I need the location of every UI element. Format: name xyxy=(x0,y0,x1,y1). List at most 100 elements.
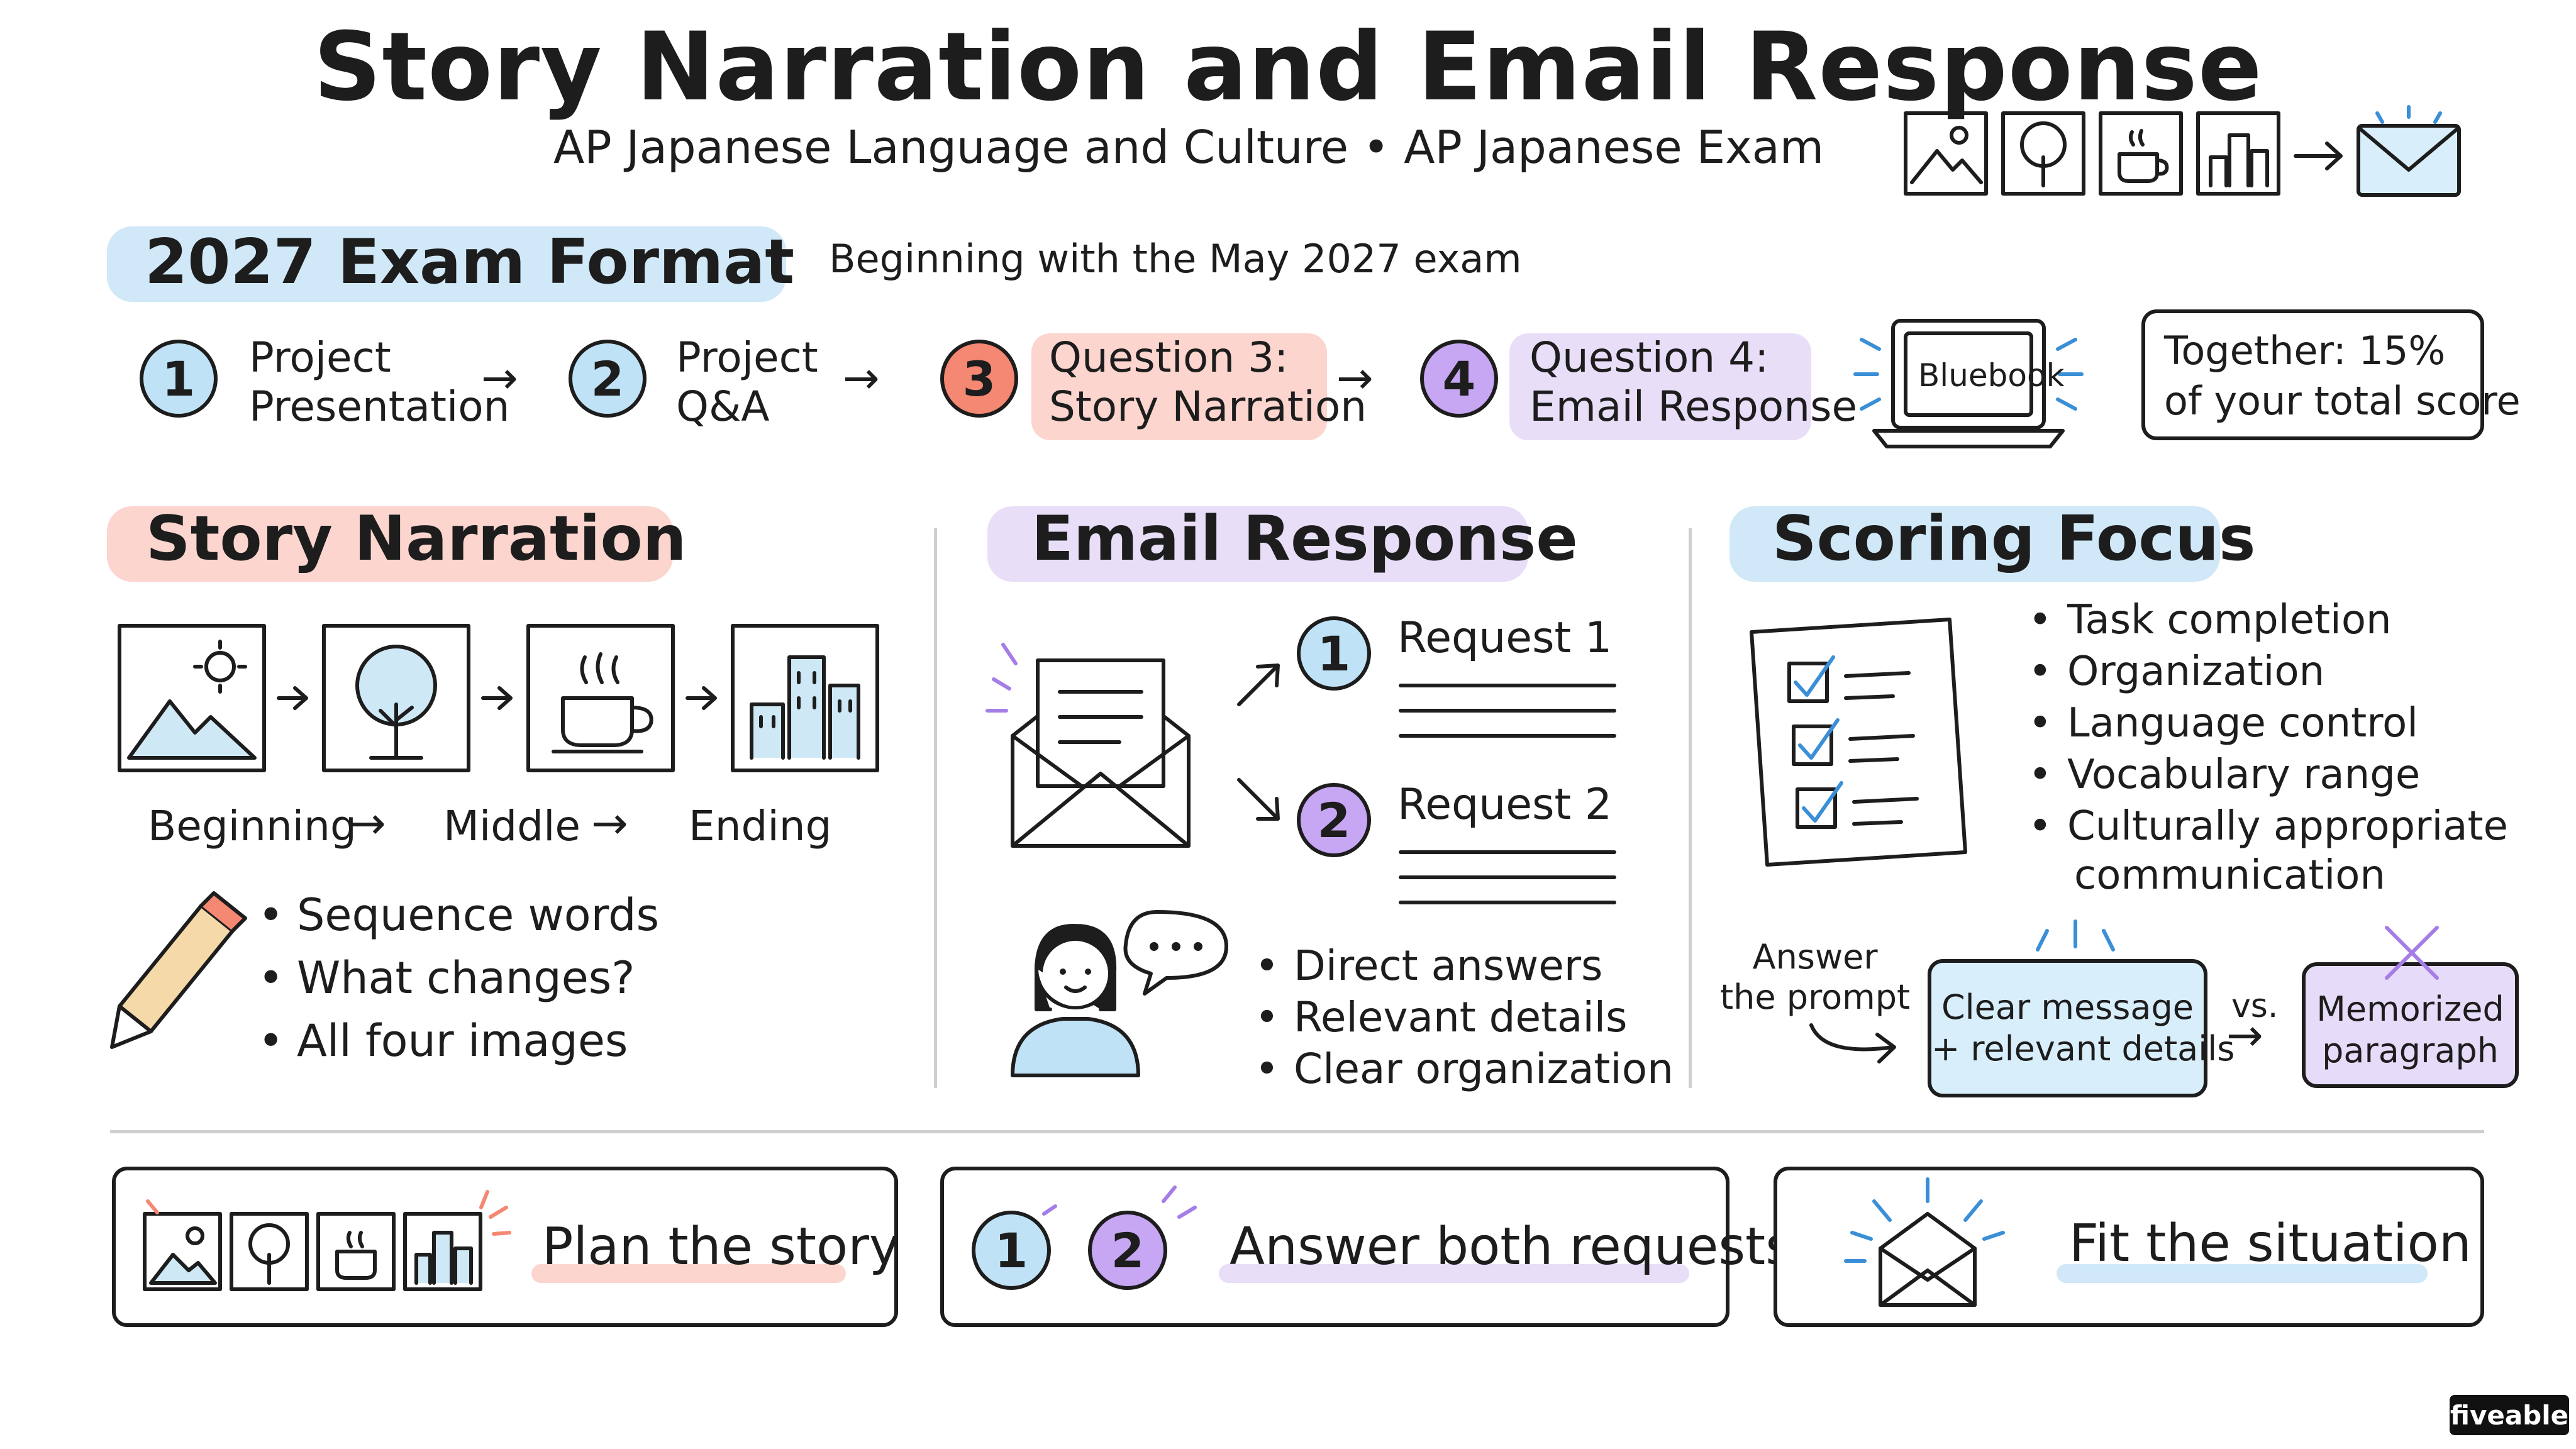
arrow-right-icon xyxy=(2294,142,2343,170)
curved-arrow-icon xyxy=(1809,1023,1896,1063)
stage-beginning: Beginning xyxy=(148,802,357,850)
step-1-number: 1 xyxy=(140,340,218,418)
list-item: Task completion xyxy=(2028,594,2508,646)
tree-icon xyxy=(2001,111,2085,196)
mountain-sun-icon xyxy=(118,624,266,772)
request-2-number: 2 xyxy=(1297,783,1371,857)
arrow-right-icon: → xyxy=(843,352,880,404)
good-answer-box: Clear message + relevant details xyxy=(1928,959,2235,1097)
request-2-lines xyxy=(1399,850,1616,904)
highlight-sparks xyxy=(2036,919,2115,952)
request-2-label: Request 2 xyxy=(1397,780,1613,830)
stage-middle: Middle xyxy=(443,802,581,850)
tip-answer-requests-label: Answer both requests xyxy=(1230,1217,1792,1277)
header-story-icons xyxy=(1904,105,2461,197)
scoring-criteria-continuation: communication xyxy=(2074,852,2385,899)
pencil-icon xyxy=(110,891,247,1049)
tip-request-1-number: 1 xyxy=(972,1211,1051,1290)
bad-answer-box: Memorized paragraph xyxy=(2302,962,2519,1088)
student-avatar-icon xyxy=(1011,910,1228,1077)
arrow-right-icon: → xyxy=(591,797,628,849)
scoring-criteria-list: Task completion Organization Language co… xyxy=(2028,594,2508,852)
coffee-cup-icon xyxy=(526,624,675,772)
mountain-sun-icon xyxy=(143,1212,222,1291)
good-line-1: Clear message xyxy=(1941,987,2194,1027)
cross-icon xyxy=(2385,926,2439,980)
laptop-icon xyxy=(1853,319,2084,448)
highlight-sparks xyxy=(1042,1185,1197,1219)
arrow-right-icon xyxy=(686,686,717,710)
speech-bubble-icon xyxy=(1123,910,1228,996)
step-2-number: 2 xyxy=(569,340,647,418)
score-weight-box: Together: 15% of your total score xyxy=(2141,309,2521,440)
arrow-right-icon: → xyxy=(481,352,518,404)
step-4-number: 4 xyxy=(1420,340,1498,418)
tip-card-plan-story xyxy=(112,1167,898,1327)
list-item: Direct answers xyxy=(1255,940,1674,992)
envelope-icon xyxy=(1844,1177,2005,1307)
fiveable-logo: fiveable xyxy=(2450,1395,2569,1435)
tip-fit-situation-label: Fit the situation xyxy=(2069,1214,2472,1274)
bad-line-2: paragraph xyxy=(2322,1031,2499,1070)
tree-icon xyxy=(230,1212,309,1291)
mini-story-icons xyxy=(143,1190,511,1291)
bad-line-1: Memorized xyxy=(2316,989,2504,1029)
story-tips-list: Sequence words What changes? All four im… xyxy=(258,884,659,1072)
arrow-right-icon: → xyxy=(1336,352,1374,404)
tip-request-2-number: 2 xyxy=(1088,1211,1167,1290)
list-item: Organization xyxy=(2028,646,2508,697)
list-item: Relevant details xyxy=(1255,992,1674,1043)
list-item: Sequence words xyxy=(258,884,659,947)
list-item: What changes? xyxy=(258,947,659,1009)
section-divider xyxy=(110,1130,2484,1133)
bluebook-label: Bluebook xyxy=(1918,357,2065,394)
checklist-icon xyxy=(1750,618,1967,867)
exam-format-note: Beginning with the May 2027 exam xyxy=(829,236,1522,282)
exam-format-title: 2027 Exam Format xyxy=(145,226,795,298)
step-4-label: Question 4:Email Response xyxy=(1530,333,1858,431)
list-item: Language control xyxy=(2028,697,2508,749)
step-3-number: 3 xyxy=(940,340,1018,418)
tip-plan-story-label: Plan the story xyxy=(542,1217,900,1277)
email-response-title: Email Response xyxy=(1031,503,1578,575)
city-buildings-icon xyxy=(731,624,879,772)
list-item: Vocabulary range xyxy=(2028,749,2508,801)
page-title: Story Narration and Email Response xyxy=(313,13,2263,122)
list-item: Culturally appropriate xyxy=(2028,801,2508,852)
score-line-2: of your total score xyxy=(2164,378,2521,424)
coffee-cup-icon xyxy=(2099,111,2183,196)
city-buildings-icon xyxy=(2196,111,2280,196)
mountain-sun-icon xyxy=(1904,111,1988,196)
scoring-focus-title: Scoring Focus xyxy=(1772,503,2256,575)
stage-ending: Ending xyxy=(689,802,832,850)
column-divider xyxy=(934,528,937,1088)
request-1-number: 1 xyxy=(1297,616,1371,691)
column-divider xyxy=(1689,528,1692,1088)
list-item: All four images xyxy=(258,1009,659,1072)
score-line-1: Together: 15% xyxy=(2164,328,2446,374)
city-buildings-icon xyxy=(403,1212,482,1291)
good-line-2: + relevant details xyxy=(1931,1029,2235,1069)
branch-arrows xyxy=(1237,663,1280,821)
open-envelope-icon xyxy=(985,643,1191,848)
envelope-icon xyxy=(2357,105,2461,197)
request-1-lines xyxy=(1399,684,1616,738)
arrow-right-icon: → xyxy=(2226,1009,2263,1061)
email-tips-list: Direct answers Relevant details Clear or… xyxy=(1255,940,1674,1095)
arrow-right-icon xyxy=(277,686,308,710)
page-subtitle: AP Japanese Language and Culture • AP Ja… xyxy=(553,121,1824,174)
arrow-right-icon: → xyxy=(349,797,386,849)
tip-card-fit-situation xyxy=(1774,1167,2484,1327)
story-narration-title: Story Narration xyxy=(146,503,687,575)
vs-label: vs. xyxy=(2231,987,2279,1025)
arrow-right-icon xyxy=(481,686,513,710)
tree-icon xyxy=(322,624,470,772)
coffee-cup-icon xyxy=(316,1212,396,1291)
list-item: Clear organization xyxy=(1255,1043,1674,1095)
request-1-label: Request 1 xyxy=(1397,613,1613,663)
step-3-label: Question 3:Story Narration xyxy=(1049,333,1367,431)
story-image-sequence xyxy=(118,624,879,772)
